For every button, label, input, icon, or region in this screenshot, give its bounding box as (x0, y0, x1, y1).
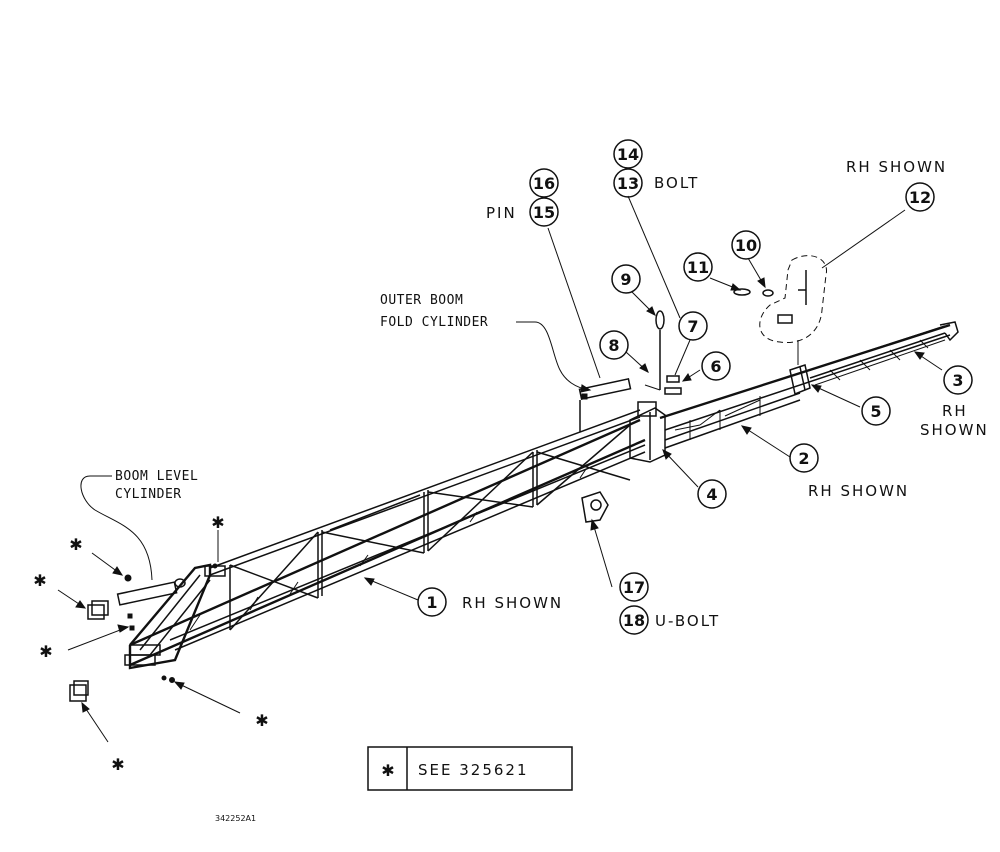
callout-16: 16 (529, 168, 559, 198)
asterisk-icon: ✱ (255, 711, 268, 730)
label-boom-level-1: BOOM LEVEL (115, 469, 198, 484)
callout-15: 15 (529, 197, 559, 227)
callout-5: 5 (861, 396, 891, 426)
svg-text:18: 18 (623, 611, 645, 630)
label-pin: PIN (486, 204, 517, 222)
callout-9: 9 (611, 264, 641, 294)
part-12-detail (733, 255, 827, 365)
label-rh-shown-2: RH SHOWN (808, 482, 909, 500)
callout-13: 13 (613, 168, 643, 198)
svg-text:13: 13 (617, 174, 639, 193)
part-17-clamp (581, 491, 609, 523)
asterisk-parts (69, 563, 226, 702)
svg-text:14: 14 (617, 145, 639, 164)
drawing-number: 342252A1 (215, 814, 256, 823)
outer-boom-fold-cylinder (578, 378, 632, 432)
label-outer-boom-1: OUTER BOOM (380, 293, 463, 308)
callout-6: 6 (701, 351, 731, 381)
callout-3: 3 (943, 365, 973, 395)
asterisk-icon: ✱ (69, 535, 82, 554)
label-bolt: BOLT (654, 174, 699, 192)
svg-text:8: 8 (608, 336, 619, 355)
callout-1: 1 (417, 587, 447, 617)
callout-17: 17 (619, 572, 649, 602)
label-rh-3-line2: SHOWN (920, 421, 989, 439)
asterisk-icon: ✱ (111, 755, 124, 774)
label-rh-3-line1: RH (942, 402, 968, 420)
svg-text:17: 17 (623, 578, 645, 597)
svg-text:✱: ✱ (255, 711, 268, 730)
svg-text:7: 7 (687, 317, 698, 336)
callout-14: 14 (613, 139, 643, 169)
svg-text:✱: ✱ (39, 642, 52, 661)
label-boom-level-2: CYLINDER (115, 487, 182, 502)
label-outer-boom-2: FOLD CYLINDER (380, 315, 488, 330)
boom-level-cylinder (116, 574, 186, 606)
legend-text: SEE 325621 (418, 761, 529, 779)
label-rh-shown-1: RH SHOWN (462, 594, 563, 612)
callout-8: 8 (599, 330, 629, 360)
svg-text:1: 1 (426, 593, 437, 612)
svg-text:✱: ✱ (111, 755, 124, 774)
callout-12: 12 (905, 182, 935, 212)
leader-lines (57, 195, 943, 743)
label-u-bolt: U-BOLT (655, 612, 720, 630)
svg-text:12: 12 (909, 188, 931, 207)
svg-text:15: 15 (533, 203, 555, 222)
boom-assembly (128, 321, 959, 670)
callout-18: 18 (619, 605, 649, 635)
callout-10: 10 (731, 230, 761, 260)
svg-text:✱: ✱ (33, 571, 46, 590)
label-rh-shown-12: RH SHOWN (846, 158, 947, 176)
asterisk-icon: ✱ (33, 571, 46, 590)
svg-text:11: 11 (687, 258, 709, 277)
hinge-hardware (644, 310, 682, 395)
callout-4: 4 (697, 479, 727, 509)
svg-text:10: 10 (735, 236, 757, 255)
callout-7: 7 (678, 311, 708, 341)
callout-2: 2 (789, 443, 819, 473)
svg-text:✱: ✱ (211, 513, 224, 532)
callout-11: 11 (683, 252, 713, 282)
legend-box: ✱ SEE 325621 (367, 746, 573, 791)
svg-text:5: 5 (870, 402, 881, 421)
asterisk-icon: ✱ (39, 642, 52, 661)
svg-text:4: 4 (706, 485, 717, 504)
svg-text:2: 2 (798, 449, 809, 468)
svg-text:6: 6 (710, 357, 721, 376)
svg-text:9: 9 (620, 270, 631, 289)
svg-text:✱: ✱ (69, 535, 82, 554)
asterisk-icon: ✱ (211, 513, 224, 532)
svg-text:16: 16 (533, 174, 555, 193)
svg-text:3: 3 (952, 371, 963, 390)
asterisk-icon: ✱ (381, 761, 394, 780)
